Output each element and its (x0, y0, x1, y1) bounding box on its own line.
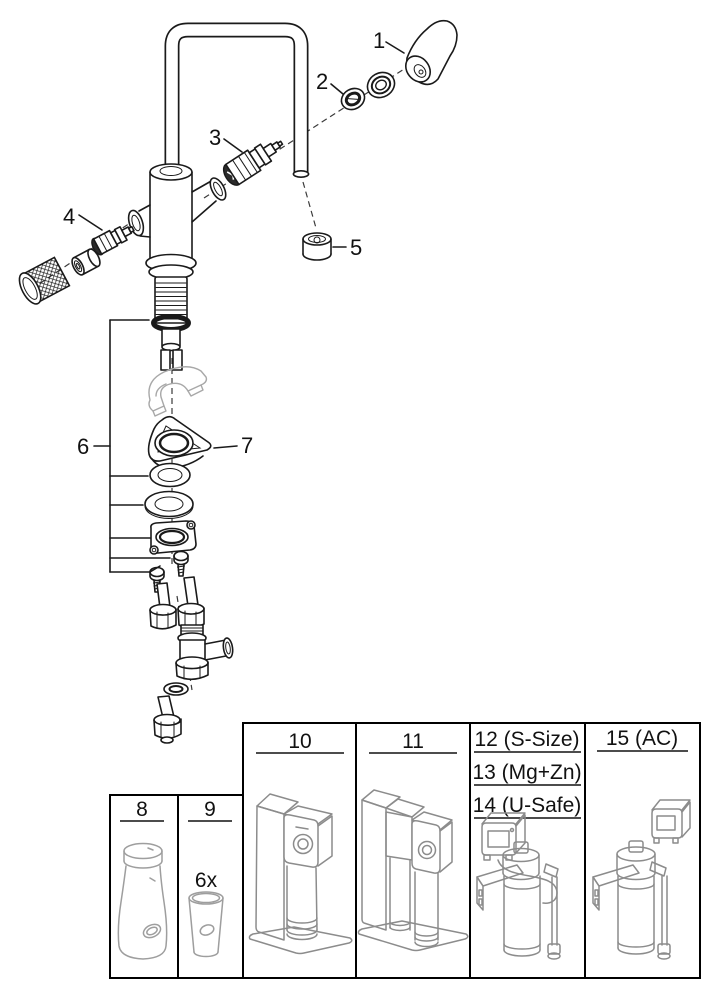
filter-ac-drawing (592, 799, 691, 960)
parts-box-9: 9 6x (177, 794, 244, 979)
side-valve-set-part4 (18, 225, 135, 305)
spout-end-nut-part5 (302, 232, 332, 261)
body-right-port (191, 177, 227, 223)
box-13-label: 13 (Mg+Zn) (472, 761, 581, 784)
assembly-axes (35, 43, 444, 746)
box-9-label: 9 (204, 798, 216, 821)
part-label-6: 6 (77, 434, 89, 459)
hose-tee-assembly (149, 576, 234, 744)
valve-cartridge-part3 (222, 140, 284, 186)
base-flange-plate (149, 520, 197, 555)
parts-box-12-14: 12 (S-Size) 13 (Mg+Zn) 14 (U-Safe) (469, 722, 586, 979)
hose-fitting-bottom (153, 695, 182, 744)
glass-drawing (188, 891, 224, 958)
box-9-quantity: 6x (195, 869, 218, 892)
hose-washer (163, 682, 189, 696)
part-label-1: 1 (373, 28, 385, 53)
washer-top (149, 462, 191, 488)
filter-with-head-drawing (476, 812, 561, 960)
mounting-wedge-part7 (147, 415, 212, 469)
part-label-3: 3 (209, 125, 221, 150)
parts-box-8: 8 (109, 794, 179, 979)
washer-bottom (144, 490, 194, 519)
hose-fitting-right (177, 576, 205, 629)
faucet-body (127, 163, 227, 280)
part-label-2: 2 (316, 69, 328, 94)
faucet-spout (164, 22, 310, 179)
box-14-label: 14 (U-Safe) (473, 794, 582, 817)
tee-connector (175, 624, 234, 681)
ghost-spacer (148, 366, 208, 417)
part-labels: 1 2 3 4 5 6 7 (63, 28, 405, 459)
box-11-label: 11 (402, 730, 424, 753)
box-8-label: 8 (136, 798, 148, 821)
part-label-4: 4 (63, 204, 75, 229)
fastening-screw-upper (173, 550, 189, 577)
part-label-5: 5 (350, 235, 362, 260)
cooler-two-module-drawing (248, 793, 353, 955)
carafe-drawing (117, 842, 168, 960)
parts-box-10: 10 (242, 722, 357, 979)
group-bracket-part6 (93, 319, 171, 573)
parts-box-11: 11 (355, 722, 471, 979)
threaded-shank (151, 276, 191, 371)
box-15-label: 15 (AC) (606, 727, 678, 750)
hose-fitting-left (149, 582, 177, 630)
seal-rings-part2 (340, 71, 396, 111)
box-12-label: 12 (S-Size) (474, 728, 579, 751)
box-10-label: 10 (288, 730, 311, 753)
part-label-7: 7 (241, 433, 253, 458)
cooler-three-module-drawing (357, 789, 469, 952)
parts-box-15: 15 (AC) (584, 722, 701, 979)
handle-knob-part1 (404, 19, 458, 86)
